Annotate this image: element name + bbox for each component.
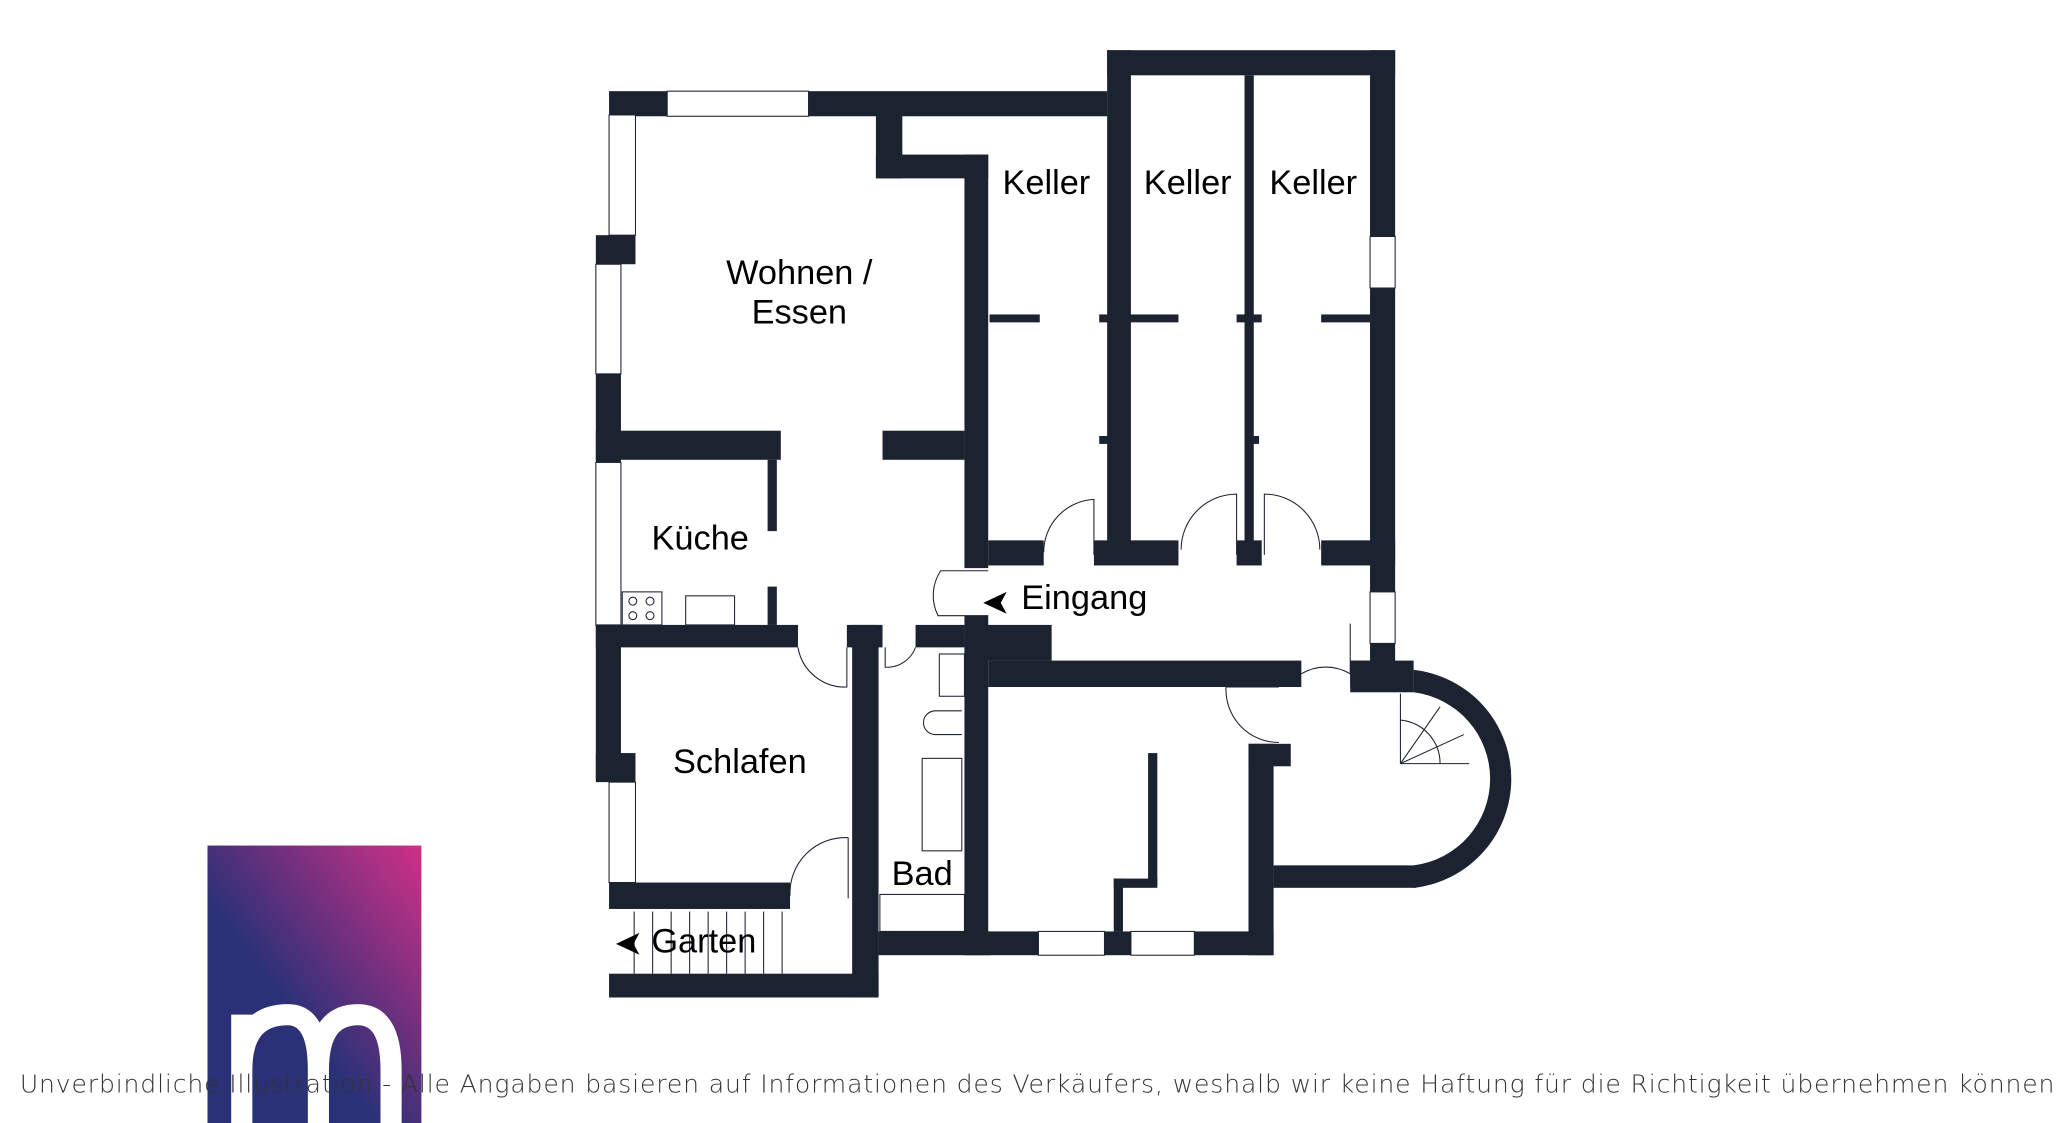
arrow-left-icon: ➤ bbox=[982, 584, 1011, 622]
label-keller-1: Keller bbox=[1002, 164, 1090, 202]
walls bbox=[595, 50, 1512, 998]
label-keller-2: Keller bbox=[1144, 164, 1232, 202]
room-labels: Wohnen / Essen Keller Keller Keller Küch… bbox=[614, 164, 1357, 963]
logo bbox=[207, 845, 422, 1123]
label-essen: Essen bbox=[752, 294, 847, 332]
label-garten: Garten bbox=[651, 923, 756, 961]
arrow-left-icon: ➤ bbox=[614, 925, 643, 963]
label-schlafen: Schlafen bbox=[673, 743, 807, 781]
label-keller-3: Keller bbox=[1269, 164, 1357, 202]
label-eingang: Eingang bbox=[1021, 579, 1147, 617]
label-wohnen: Wohnen / bbox=[726, 254, 873, 292]
label-kueche: Küche bbox=[652, 520, 749, 558]
disclaimer: Unverbindliche Illustration - Alle Angab… bbox=[20, 1070, 2055, 1099]
logo-letter-m bbox=[231, 1004, 402, 1123]
label-bad: Bad bbox=[892, 855, 953, 893]
